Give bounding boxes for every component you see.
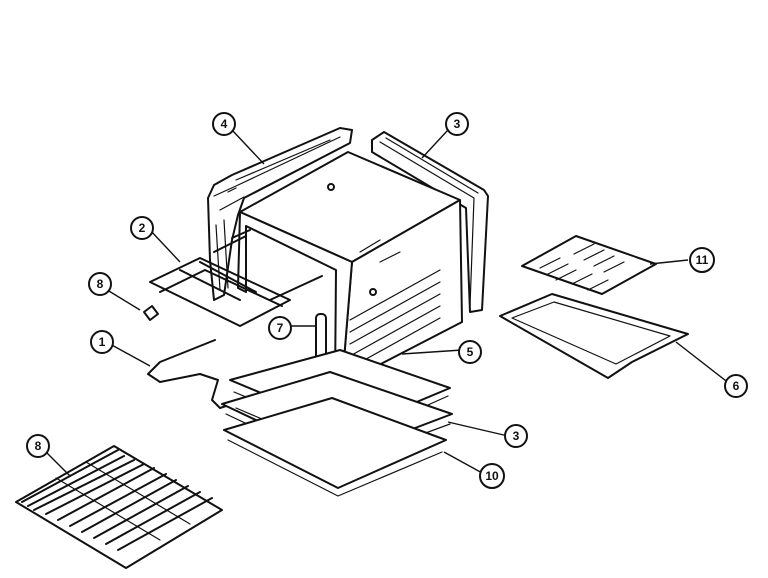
svg-text:7: 7	[277, 321, 284, 335]
callout-3-upper: 3	[445, 112, 469, 136]
callout-1: 1	[90, 330, 114, 354]
oven-cavity-part	[237, 151, 463, 387]
svg-text:8: 8	[35, 439, 42, 453]
oven-rack-part	[15, 445, 223, 569]
callout-8-lower: 8	[26, 434, 50, 458]
svg-text:8: 8	[97, 277, 104, 291]
callout-8-upper: 8	[88, 272, 112, 296]
callout-7: 7	[268, 316, 292, 340]
clip-part	[143, 305, 159, 321]
callout-3-lower: 3	[504, 424, 528, 448]
svg-text:4: 4	[221, 117, 228, 131]
callout-6: 6	[724, 374, 748, 398]
insulation-top-part	[207, 127, 353, 301]
svg-text:5: 5	[467, 345, 474, 359]
broiler-pan-part	[499, 293, 689, 379]
insulation-rear-part	[371, 131, 489, 313]
svg-text:2: 2	[139, 221, 146, 235]
broiler-tray-part	[521, 235, 657, 295]
bottom-pan-part	[223, 397, 447, 497]
svg-text:6: 6	[733, 379, 740, 393]
callout-10: 10	[479, 463, 505, 489]
broil-element-part	[149, 229, 323, 327]
svg-text:3: 3	[513, 429, 520, 443]
callout-5: 5	[458, 340, 482, 364]
svg-text:10: 10	[485, 469, 499, 483]
svg-text:11: 11	[696, 253, 709, 267]
callout-2: 2	[130, 216, 154, 240]
svg-text:3: 3	[454, 117, 461, 131]
callout-4: 4	[212, 112, 236, 136]
callout-11: 11	[689, 247, 715, 273]
svg-text:1: 1	[99, 335, 106, 349]
